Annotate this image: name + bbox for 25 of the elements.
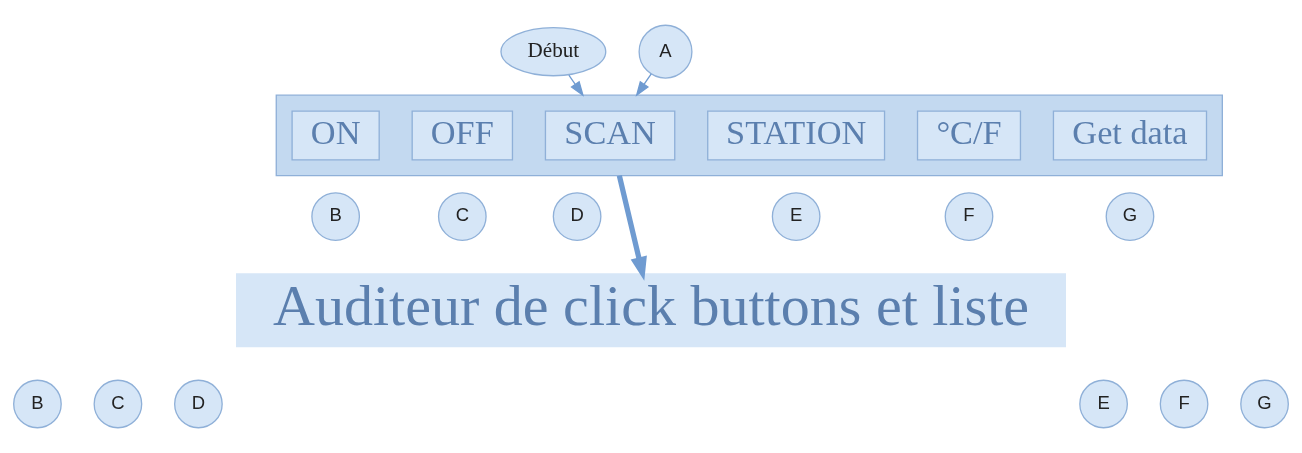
node-circle: D (552, 192, 602, 241)
node-box: SCAN (544, 110, 676, 161)
node-circle: E (1079, 379, 1128, 429)
node-box: OFF (411, 110, 514, 161)
node-circle: C (93, 379, 143, 429)
node-circle: F (1159, 379, 1209, 429)
arrow (635, 73, 652, 97)
node-circle: G (1240, 379, 1289, 429)
node-circle: A (638, 24, 693, 79)
arrow (616, 175, 647, 281)
node-ellipse: Début (500, 26, 607, 77)
node-circle: B (13, 379, 62, 429)
node-box: Get data (1052, 110, 1208, 161)
node-box: Auditeur de click buttons et liste (236, 273, 1066, 348)
cluster (275, 94, 1223, 177)
node-box: ON (291, 110, 380, 161)
node-circle: C (437, 192, 487, 241)
arrow (568, 74, 585, 97)
node-circle: G (1105, 192, 1155, 241)
node-circle: F (944, 192, 994, 241)
node-box: STATION (707, 110, 886, 161)
node-circle: B (311, 192, 361, 241)
node-box: °C/F (916, 110, 1022, 161)
node-circle: D (174, 379, 223, 429)
node-circle: E (771, 192, 821, 241)
